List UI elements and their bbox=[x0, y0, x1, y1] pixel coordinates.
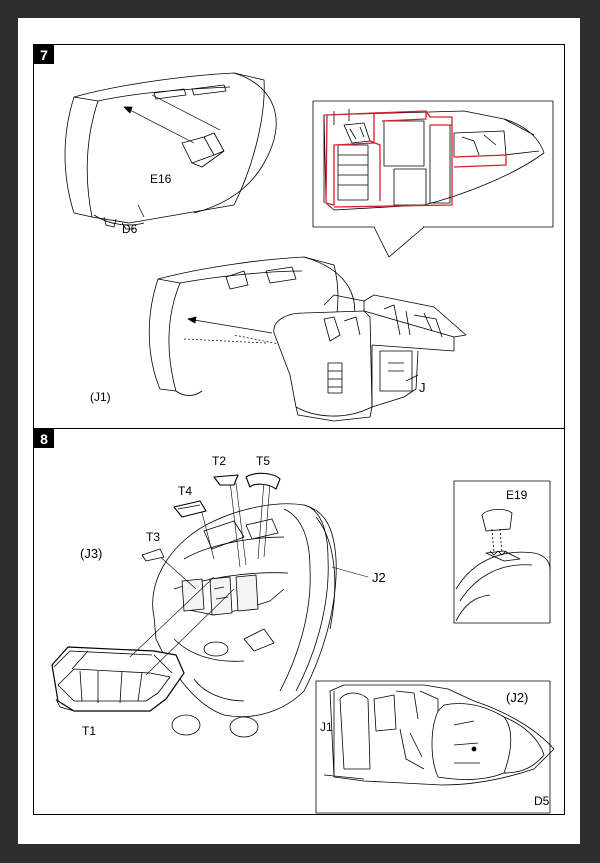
label-j2-inset: (J2) bbox=[506, 690, 529, 705]
j2-nose-section bbox=[152, 503, 337, 718]
label-e19: E19 bbox=[506, 488, 528, 502]
step-7-drawing bbox=[64, 72, 554, 422]
j-cockpit-assembly bbox=[273, 294, 467, 422]
step-number-badge: 7 bbox=[34, 45, 54, 64]
step-7-panel: 7 bbox=[33, 44, 565, 430]
t2-part bbox=[213, 474, 239, 486]
d6-canopy-shell bbox=[64, 72, 277, 230]
j1-canopy-shell bbox=[148, 256, 355, 396]
label-d5: D5 bbox=[534, 794, 550, 808]
label-j1-inset: J1 bbox=[320, 720, 333, 734]
t5-part bbox=[245, 472, 281, 490]
label-j1: (J1) bbox=[90, 390, 111, 404]
t1-windscreen-frame bbox=[51, 646, 185, 712]
cutaway-detail-inset bbox=[312, 100, 554, 258]
label-j3: (J3) bbox=[80, 546, 103, 561]
label-j: J bbox=[419, 380, 426, 395]
label-t3: T3 bbox=[146, 530, 161, 544]
step-number-badge: 8 bbox=[34, 429, 54, 448]
label-t2: T2 bbox=[212, 454, 227, 468]
step-8-panel: 8 bbox=[33, 428, 565, 815]
label-e16: E16 bbox=[150, 172, 172, 186]
label-t5: T5 bbox=[256, 454, 271, 468]
e16-part bbox=[181, 132, 225, 168]
label-t1: T1 bbox=[82, 724, 97, 738]
label-t4: T4 bbox=[178, 484, 193, 498]
e19-detail-inset bbox=[453, 480, 551, 624]
highlighted-assembly-outline bbox=[325, 110, 507, 208]
instruction-page: 7 bbox=[18, 18, 580, 844]
t3-part bbox=[141, 548, 165, 562]
j2-assembly-inset bbox=[315, 680, 555, 814]
label-j2: J2 bbox=[372, 570, 386, 585]
label-d6: D6 bbox=[122, 222, 138, 236]
step-8-drawing bbox=[51, 472, 555, 814]
